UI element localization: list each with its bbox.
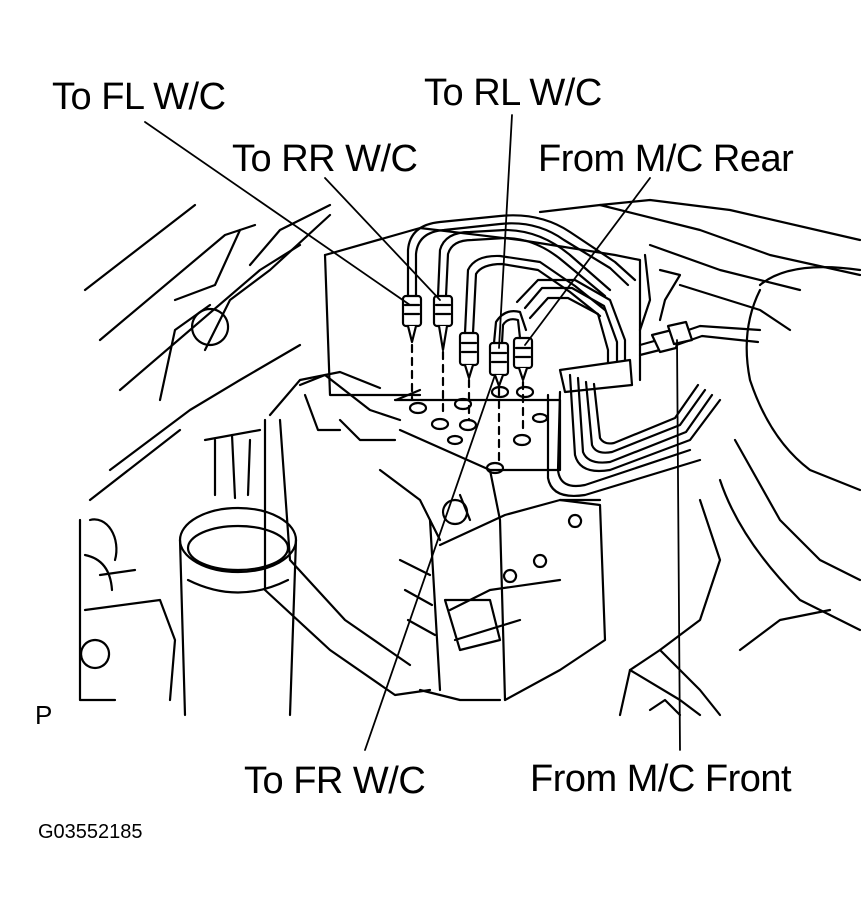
leader-to-rr [324, 177, 441, 301]
figure-code: G03552185 [38, 821, 143, 843]
port-holes [408, 385, 549, 475]
leader-from-mc-rear [524, 177, 651, 346]
actuator-body [263, 226, 642, 702]
label-to-fr-wc: To FR W/C [244, 760, 426, 802]
corner-mark: P [35, 700, 53, 730]
label-to-rl-wc: To RL W/C [424, 72, 602, 114]
leader-to-rl [498, 114, 513, 349]
label-to-rr-wc: To RR W/C [232, 138, 418, 180]
label-to-fl-wc: To FL W/C [52, 76, 226, 118]
engine-bay-outline [78, 203, 332, 702]
leader-lines [144, 114, 681, 751]
label-from-mc-front: From M/C Front [530, 758, 792, 800]
label-from-mc-rear: From M/C Rear [538, 138, 794, 180]
fittings [401, 294, 534, 388]
dashed-guides [410, 343, 525, 462]
reservoir [178, 428, 298, 717]
leader-from-mc-front [676, 339, 681, 751]
leader-to-fl [144, 121, 411, 306]
leader-to-fr [364, 374, 496, 751]
